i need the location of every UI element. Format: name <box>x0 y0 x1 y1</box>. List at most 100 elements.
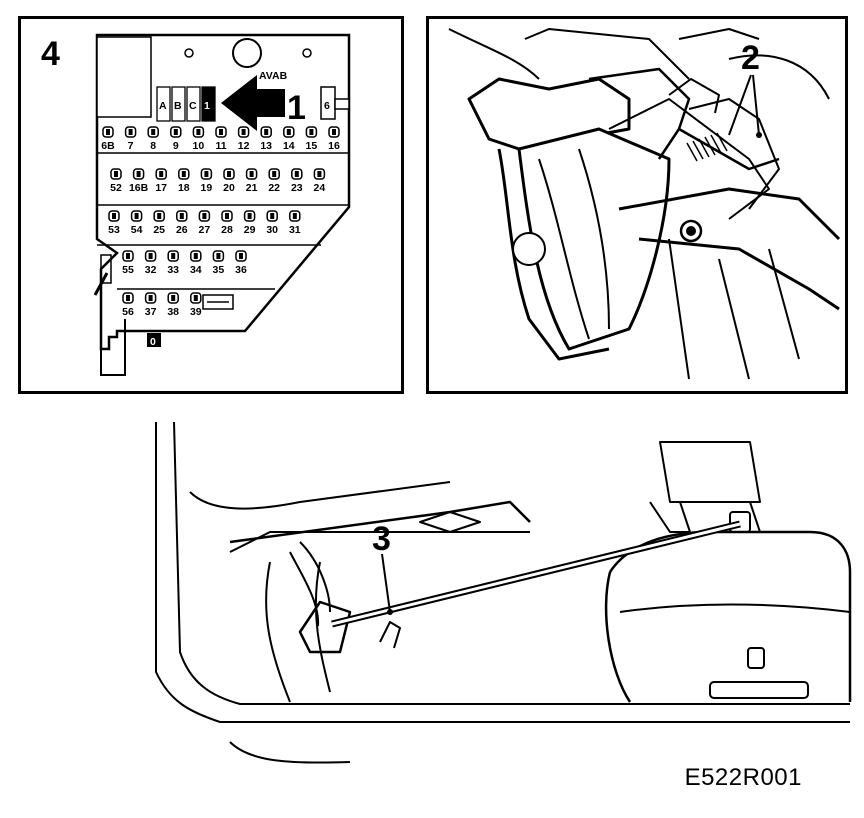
fuse-label: 9 <box>173 140 179 152</box>
fuse-label: 16 <box>328 140 340 152</box>
hub-top <box>678 28 760 40</box>
console-vent <box>419 511 481 533</box>
fuse-clip-core <box>106 129 110 135</box>
pivot-bolt-center <box>686 226 696 236</box>
fuse-clip-core <box>270 213 275 219</box>
fuse-body <box>156 86 171 122</box>
mounting-hole-large <box>232 38 262 68</box>
pliers-jaw <box>688 98 780 210</box>
fuse-clip-core <box>225 213 229 219</box>
fuse-clip-core <box>332 129 336 135</box>
brake-caliper-panel: 2 <box>426 16 848 394</box>
brake-caliper-drawing: 2 <box>448 28 841 380</box>
pliers-upper <box>657 127 780 171</box>
fuse-clip-core <box>239 253 243 259</box>
fuse-box-latch <box>93 272 109 296</box>
fuse-clip-core <box>148 295 153 301</box>
fuse-label: 27 <box>199 224 211 236</box>
fuse-label: 29 <box>244 224 256 236</box>
fuse-label: 6B <box>101 140 115 152</box>
pliers-grip-teeth <box>686 132 728 162</box>
fuse-box-brand: AVAB <box>259 70 288 82</box>
fuse-label: 31 <box>289 224 301 236</box>
leader-down-2 <box>718 258 750 380</box>
caliper-seam-2 <box>578 148 610 330</box>
fuse-clip-core <box>159 171 164 177</box>
brake-line-top <box>448 28 540 80</box>
door-sill-inner <box>173 421 850 705</box>
seat-rail-clamp <box>729 511 751 533</box>
pedal-area-line-2 <box>314 561 331 693</box>
fuse-label: C <box>189 100 197 112</box>
fuse-box-bracket <box>100 269 126 376</box>
fuse-label: 32 <box>145 264 157 276</box>
fuse-label: 12 <box>238 140 250 152</box>
sill-edge <box>229 741 351 764</box>
fuse-clip-core <box>181 171 186 177</box>
fuse-clip-core <box>171 253 176 259</box>
fuse-clip-core <box>309 129 314 135</box>
dashboard-line <box>189 481 451 510</box>
bottom-connector-label: 0 <box>150 336 156 348</box>
seat-adjust-lever <box>709 681 809 699</box>
fuse-label: 36 <box>235 264 247 276</box>
pedal-block <box>379 621 401 649</box>
fuse-clip-core <box>171 295 176 301</box>
fuse-clip-core <box>193 253 198 259</box>
callout-brake-dot <box>756 132 762 138</box>
fuse-label: 33 <box>167 264 179 276</box>
fuse-label: 7 <box>128 140 134 152</box>
pedal-area-line <box>265 561 291 703</box>
fuse-clip-core <box>272 171 277 177</box>
caliper-seam <box>538 158 590 340</box>
cable-loop-2 <box>289 551 320 627</box>
fuse-box-cover <box>96 36 152 118</box>
fuse-label: 28 <box>221 224 233 236</box>
fuse-label: 14 <box>283 140 295 152</box>
fuse-clip-core <box>294 171 299 177</box>
fuse-label: 56 <box>122 306 134 318</box>
pliers-handle-1 <box>618 187 841 241</box>
fuse-label: 19 <box>201 182 213 194</box>
fuse-clip-core <box>126 295 130 301</box>
fuse-label: 54 <box>131 224 143 236</box>
fuse-clip-core <box>148 253 153 259</box>
fuse-label: 37 <box>145 306 157 318</box>
fuse-clip-core <box>292 213 297 219</box>
fuse-clip-core <box>179 213 184 219</box>
fuse-clip-core <box>157 213 162 219</box>
fuse-label: 11 <box>215 140 226 152</box>
callout-fuse-arrow: 1 <box>287 89 306 127</box>
door-sill-outline <box>155 422 850 723</box>
fuse-6-tab <box>334 98 350 110</box>
pliers-handle-2 <box>638 237 840 311</box>
caliper-pin <box>668 78 720 114</box>
seat-side-panel <box>619 603 851 613</box>
fuse-clip-core <box>193 295 198 301</box>
mounting-hole-left <box>184 48 194 58</box>
callout-brake-leader-2 <box>752 74 760 136</box>
callout-seat: 3 <box>372 520 391 558</box>
callout-brake: 2 <box>741 39 760 77</box>
callout-fuse-panel: 4 <box>41 35 60 73</box>
seat-cushion-front <box>604 571 632 703</box>
fuse-label: 13 <box>260 140 272 152</box>
fuse-clip-core <box>196 129 201 135</box>
fuse-clip-core <box>219 129 223 135</box>
fuse-clip-core <box>114 171 118 177</box>
fuse-label: 24 <box>314 182 326 194</box>
fuse-label: B <box>174 100 182 112</box>
leader-down-3 <box>768 248 800 360</box>
fuse-label: 21 <box>246 182 258 194</box>
fuse-label: 18 <box>178 182 190 194</box>
fuse-label: 25 <box>153 224 165 236</box>
fuse-label: 22 <box>268 182 280 194</box>
seat-floor-panel: 3 <box>150 412 864 772</box>
fuse-label: 10 <box>193 140 205 152</box>
fuse-body <box>171 86 186 122</box>
mounting-hole-right <box>302 48 312 58</box>
seat-belt-mount <box>659 441 761 503</box>
